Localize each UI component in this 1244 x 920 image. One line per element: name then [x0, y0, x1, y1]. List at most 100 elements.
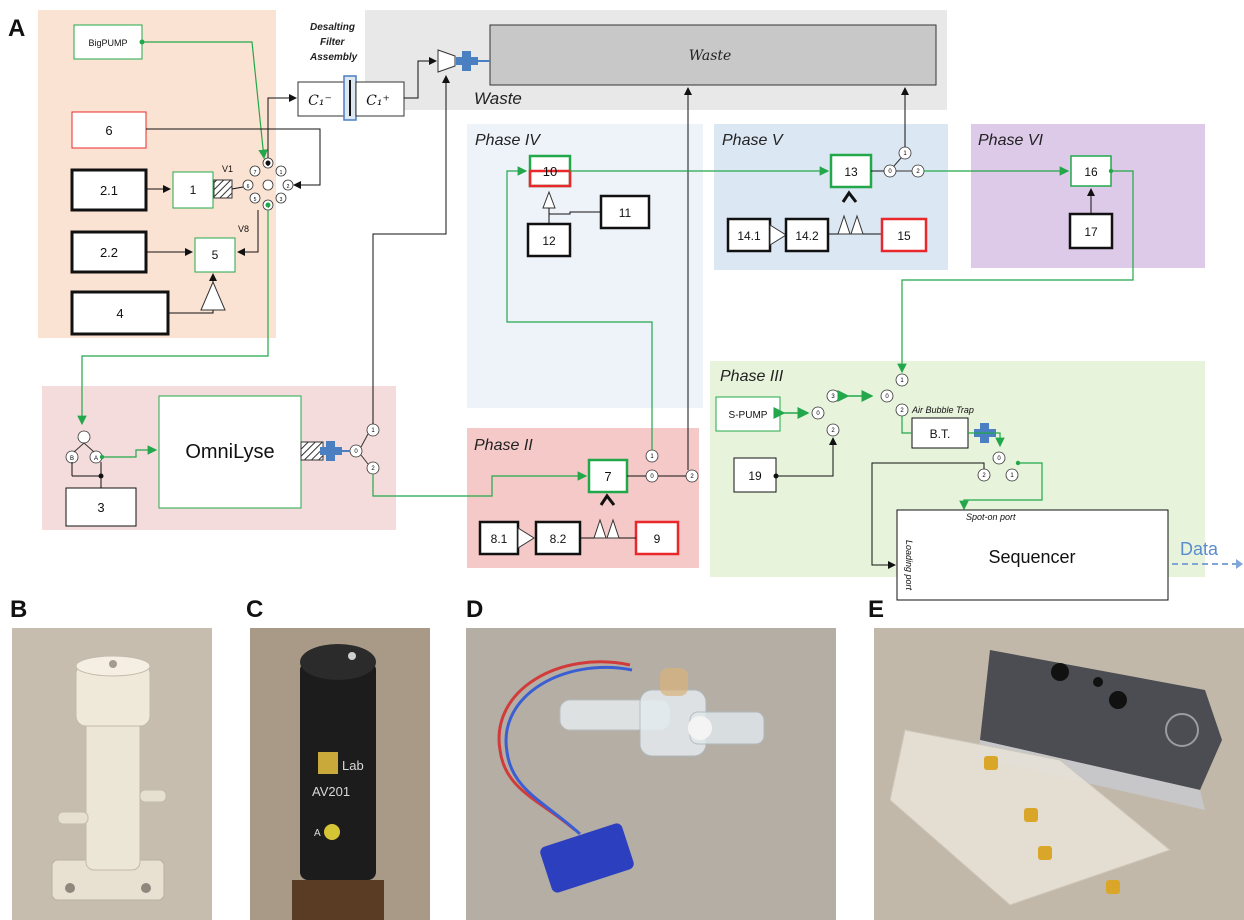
- svg-text:AV201: AV201: [312, 784, 350, 799]
- box-1: [172, 171, 214, 209]
- panel-label-a: A: [8, 15, 25, 42]
- line-lysis-in: [102, 445, 158, 458]
- box-omnilyse: [158, 395, 302, 509]
- box-17-label: 17: [1084, 225, 1098, 239]
- filter-c-minus: [297, 81, 347, 117]
- box-3: [65, 487, 137, 527]
- svg-text:1: 1: [280, 170, 283, 176]
- line-box4-checkvalve: [168, 310, 214, 314]
- box-7-label: 7: [604, 469, 611, 484]
- line-phase2-to-phase4: [506, 166, 653, 450]
- panel-label-e: E: [868, 596, 884, 623]
- svg-text:3: 3: [280, 197, 283, 203]
- line-valve-filter: [267, 94, 297, 158]
- svg-text:2: 2: [900, 408, 904, 414]
- svg-text:A: A: [314, 828, 321, 839]
- filter-title-1: Desalting: [310, 22, 355, 33]
- line-valve-c-to-spot-on: [959, 462, 1043, 511]
- box-14-2-label: 14.2: [795, 229, 819, 243]
- svg-text:0: 0: [816, 411, 820, 417]
- svg-text:2: 2: [831, 428, 835, 434]
- photo-c: Lab AV201 A: [250, 628, 430, 920]
- data-label: Data: [1180, 539, 1219, 559]
- box-2-1: [70, 168, 148, 212]
- line-bigpump-valve: [142, 41, 268, 160]
- photo-e: [874, 628, 1244, 920]
- filter-title-3: Assembly: [309, 52, 358, 63]
- lysis-inlet-valve: B A: [65, 430, 103, 464]
- box-5-label: 5: [212, 248, 219, 262]
- box-bt-label: B.T.: [930, 427, 951, 441]
- line-lysis-to-waste-valve: [372, 75, 450, 424]
- zone-phase4: [467, 124, 703, 408]
- box-15: [880, 217, 928, 253]
- box-12-label: 12: [542, 234, 556, 248]
- svg-text:2: 2: [287, 184, 290, 190]
- zone-title-phase2: Phase II: [474, 437, 533, 454]
- box-4-label: 4: [116, 306, 123, 321]
- zone-title-waste: Waste: [474, 89, 522, 108]
- box-19: [733, 457, 777, 493]
- box-3-label: 3: [97, 500, 104, 515]
- box-4: [70, 290, 170, 336]
- panel-label-b: B: [10, 596, 27, 623]
- box-8-2: [534, 520, 582, 556]
- svg-text:2: 2: [371, 466, 375, 472]
- box-16-label: 16: [1084, 165, 1098, 179]
- svg-text:0: 0: [650, 474, 654, 480]
- line-valve-c-to-loading: [871, 462, 985, 569]
- phase2-check-valves: [580, 493, 636, 539]
- line-lysis-to-phase2: [372, 471, 588, 497]
- svg-text:B: B: [70, 456, 74, 462]
- svg-text:1: 1: [371, 428, 375, 434]
- box-15-label: 15: [897, 229, 911, 243]
- line-valve-lysis: [77, 210, 269, 426]
- phase3-valve-c: 0 2 1: [977, 451, 1019, 482]
- line-box1-valve: [231, 186, 244, 190]
- line-filter-waste: [404, 57, 437, 99]
- svg-text:2: 2: [982, 473, 986, 479]
- box-7: [587, 458, 629, 494]
- svg-text:Lab: Lab: [342, 758, 364, 773]
- valve-label-v8: V8: [238, 224, 249, 234]
- box-16: [1070, 155, 1112, 187]
- box-5: [194, 237, 236, 273]
- box-14-2: [784, 217, 830, 253]
- box-8-2-label: 8.2: [550, 532, 567, 546]
- svg-text:7: 7: [254, 170, 257, 176]
- svg-text:0: 0: [888, 169, 892, 175]
- filter-title-2: Filter: [320, 37, 346, 48]
- waste-check-valve: [437, 49, 456, 73]
- svg-text:1: 1: [650, 454, 654, 460]
- valve-label-v1: V1: [222, 164, 233, 174]
- svg-text:2: 2: [690, 474, 694, 480]
- lysis-filter: [300, 441, 324, 461]
- svg-text:0: 0: [997, 456, 1001, 462]
- box-6-label: 6: [105, 123, 112, 138]
- spot-on-port-label: Spot-on port: [966, 512, 1016, 522]
- zone-title-phase6: Phase VI: [978, 132, 1043, 149]
- line-valve-box5: [237, 210, 259, 256]
- box-14-1-label: 14.1: [737, 229, 761, 243]
- box-omnilyse-label: OmniLyse: [185, 441, 274, 463]
- panel-label-d: D: [466, 596, 483, 623]
- line-16-to-phase3: [897, 170, 1134, 374]
- line-6-valve: [146, 128, 321, 189]
- zone-title-phase4: Phase IV: [475, 132, 541, 149]
- box-10-label: 10: [543, 164, 557, 179]
- svg-text:3: 3: [831, 394, 835, 400]
- box-sequencer: [896, 509, 1169, 601]
- filter-c-minus-label: C₁⁻: [308, 93, 332, 109]
- box-bigpump-label: BigPUMP: [88, 38, 127, 48]
- rotary-valve: 1 2 3 4 5 6 7 8: [242, 157, 294, 211]
- waste-connector-icon: [456, 51, 490, 71]
- air-bubble-trap-label: Air Bubble Trap: [911, 405, 974, 415]
- waste-tank-label: Waste: [689, 48, 732, 64]
- lysis-connector-icon: [320, 441, 342, 461]
- waste-tank: [489, 24, 937, 86]
- panel-label-c: C: [246, 596, 263, 623]
- svg-text:0: 0: [354, 449, 358, 455]
- svg-text:A: A: [94, 456, 98, 462]
- box-2-1-label: 2.1: [100, 183, 118, 198]
- box-9-label: 9: [654, 532, 661, 546]
